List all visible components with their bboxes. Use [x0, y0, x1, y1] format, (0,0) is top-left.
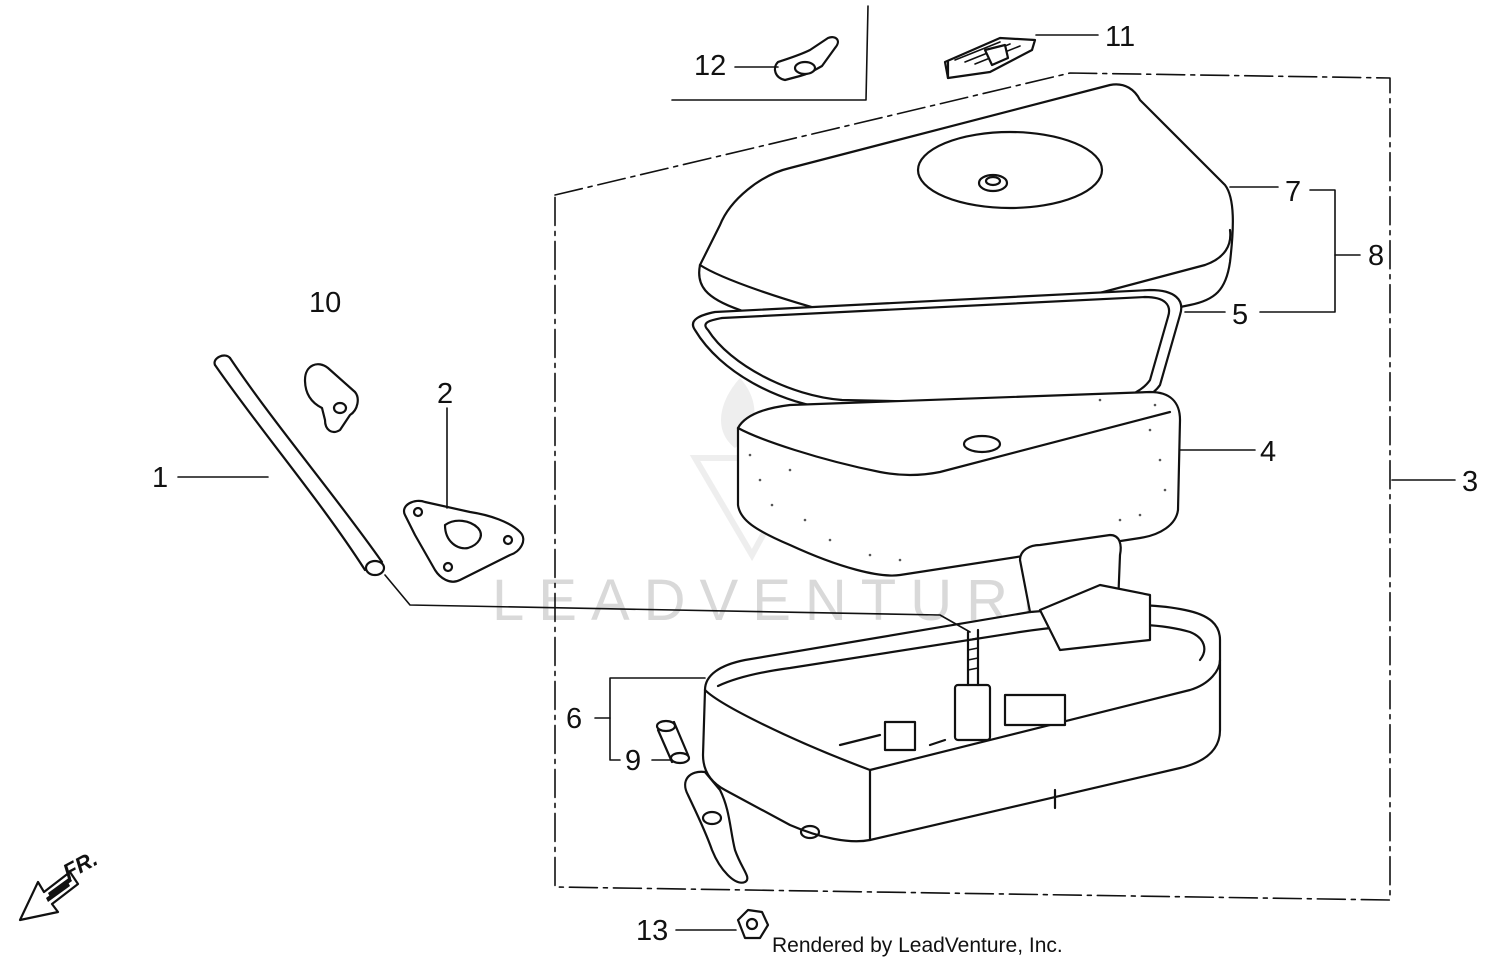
wing-nut: [773, 36, 839, 82]
air-cleaner-cover: [698, 83, 1234, 360]
hardware-bracket: [671, 5, 869, 101]
callout-11: 11: [1105, 21, 1135, 53]
callout-13: 13: [636, 915, 668, 947]
callout-7: 7: [1285, 176, 1301, 208]
breather-tube: [213, 354, 386, 577]
callout-6: 6: [566, 703, 582, 735]
callout-5: 5: [1232, 299, 1248, 331]
collar: [655, 719, 691, 765]
callout-12: 12: [694, 50, 726, 82]
flange-nut: [736, 908, 770, 940]
filter-texture: [748, 398, 1167, 562]
callout-3: 3: [1462, 466, 1478, 498]
front-direction-arrow: FR.: [18, 846, 102, 922]
filter-element: [736, 390, 1182, 577]
cable-clip: [943, 36, 1037, 80]
tube-clamp: [303, 363, 359, 434]
assembly-boundary: [554, 72, 1391, 901]
callout-1: 1: [152, 462, 168, 494]
callout-9: 9: [625, 745, 641, 777]
air-cleaner-case: [684, 533, 1222, 884]
cover-gasket: [691, 288, 1183, 417]
callout-10: 10: [309, 287, 341, 319]
leader-lines: [177, 34, 1456, 931]
callout-8: 8: [1368, 240, 1384, 272]
callout-labels: 1 2 3 4 5 6 7 8 9 10 11 12 13: [152, 21, 1478, 947]
render-credit: Rendered by LeadVenture, Inc.: [772, 934, 1063, 957]
callout-4: 4: [1260, 436, 1276, 468]
air-cleaner-gasket: [402, 499, 525, 583]
callout-2: 2: [437, 378, 453, 410]
front-direction-label: FR.: [59, 846, 102, 885]
